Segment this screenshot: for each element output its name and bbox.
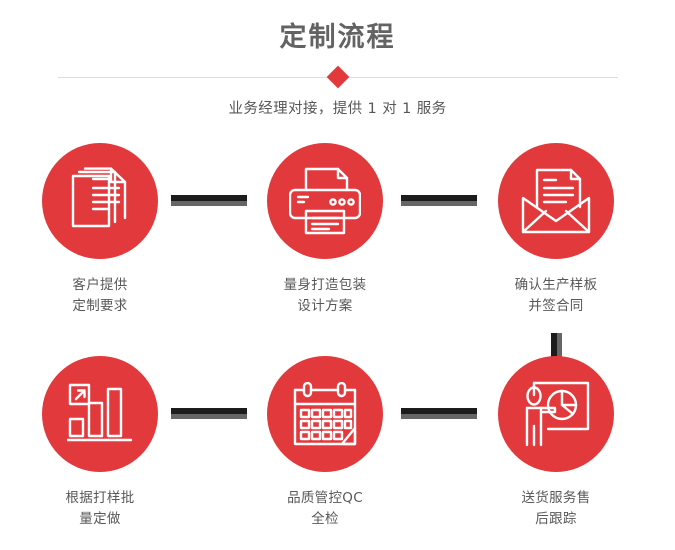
presentation-person-icon: [525, 381, 590, 447]
flow-step-3-label: 确认生产样板 并签合同: [514, 277, 598, 314]
connector-shadow: [557, 333, 562, 373]
flow-step-6-circle: [498, 356, 614, 472]
flow-row-bottom: 根据打样批 量定做: [0, 356, 675, 546]
flow-step-6-label: 送货服务售 后跟踪: [521, 490, 591, 527]
connector-bar: [171, 195, 247, 201]
flow-step-5-circle: [267, 356, 383, 472]
page-subtitle: 业务经理对接，提供 1 对 1 服务: [228, 101, 447, 117]
flow-step-3[interactable]: 确认生产样板 并签合同: [476, 143, 636, 317]
flow-step-1[interactable]: 客户提供 定制要求: [20, 143, 180, 317]
envelope-letter-icon: [521, 168, 591, 234]
connector-bar: [171, 408, 247, 414]
flow-step-2[interactable]: 量身打造包装 设计方案: [245, 143, 405, 317]
connector-arrow-4: [401, 408, 477, 419]
connector-bar: [401, 195, 477, 201]
flow-step-5-label: 品质管控QC 全检: [287, 490, 363, 527]
flow-row-top: 客户提供 定制要求: [0, 143, 675, 373]
connector-bar: [401, 408, 477, 414]
printer-icon: [289, 167, 361, 235]
flow-step-1-label: 客户提供 定制要求: [72, 277, 128, 314]
documents-stack-icon: [71, 167, 127, 228]
connector-arrow-vertical: [551, 333, 562, 373]
flow-step-4-label: 根据打样批 量定做: [65, 490, 135, 527]
process-flow-diagram: 客户提供 定制要求: [0, 143, 675, 546]
bar-chart-growth-icon: [67, 383, 133, 442]
connector-bar: [551, 333, 557, 373]
connector-shadow: [401, 414, 477, 419]
connector-shadow: [171, 201, 247, 206]
connector-arrow-2: [401, 195, 477, 206]
connector-arrow-3: [171, 408, 247, 419]
flow-step-4[interactable]: 根据打样批 量定做: [20, 356, 180, 530]
calendar-icon: [293, 382, 357, 446]
connector-arrow-1: [171, 195, 247, 206]
diamond-icon: [326, 65, 349, 89]
flow-step-3-circle: [498, 143, 614, 259]
flow-step-2-label: 量身打造包装 设计方案: [283, 277, 367, 314]
flow-step-6[interactable]: 送货服务售 后跟踪: [476, 356, 636, 530]
title-divider: [57, 65, 618, 89]
connector-shadow: [401, 201, 477, 206]
flow-step-1-circle: [42, 143, 158, 259]
flow-step-5[interactable]: 品质管控QC 全检: [245, 356, 405, 530]
connector-shadow: [171, 414, 247, 419]
page-title: 定制流程: [279, 22, 396, 53]
page-header: 定制流程 业务经理对接，提供 1 对 1 服务: [0, 0, 675, 118]
flow-step-2-circle: [267, 143, 383, 259]
flow-step-4-circle: [42, 356, 158, 472]
